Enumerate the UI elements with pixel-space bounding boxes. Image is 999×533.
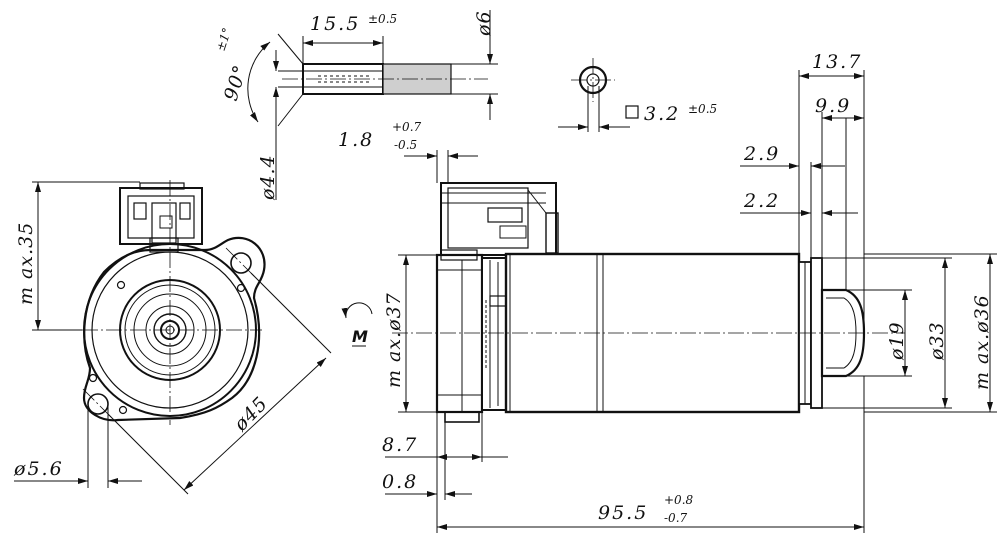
dia-19-label: ø19: [886, 321, 908, 361]
d-1-8-tol-up: +0.7: [392, 120, 422, 134]
d-9-9-label: 9.9: [815, 95, 851, 117]
max-35-label: m ax.35: [15, 222, 37, 305]
front-view: m ax.35 ø45 ø5.6: [13, 180, 332, 495]
torque-symbol-label: M: [352, 327, 368, 346]
total-length-tol-up: +0.8: [664, 493, 694, 507]
d-13-7-label: 13.7: [812, 51, 862, 73]
total-length-label: 95.5: [598, 502, 648, 524]
shaft-dia-label: ø6: [473, 10, 495, 37]
square-detail: 3.2 ±0.5: [558, 58, 717, 132]
total-length-tol-dn: -0.7: [664, 511, 688, 525]
dia-5-6-label: ø5.6: [13, 458, 64, 480]
d-0-8-label: 0.8: [382, 471, 418, 493]
mount-hole-top: [230, 252, 252, 274]
angle-label: 90°: [220, 62, 252, 104]
d-1-8-tol-dn: -0.5: [394, 138, 417, 152]
angle-tol: ±1°: [214, 26, 235, 53]
side-flange-plate: [435, 253, 484, 414]
shaft-detail: 15.5 ±0.5 ø6 90° ±1° ø4.4: [214, 10, 498, 201]
square-label: 3.2: [644, 103, 680, 125]
shaft-length-label: 15.5: [310, 13, 360, 35]
side-view: 1.8 +0.7 -0.5 13.7 9.9 2.9 2.2 m ax.ø37 …: [338, 51, 997, 533]
d-2-9-label: 2.9: [743, 143, 780, 165]
max-36-label: m ax.ø36: [971, 294, 993, 390]
square-tol: ±0.5: [688, 102, 717, 116]
dia-45-label: ø45: [229, 392, 272, 436]
d-1-8-label: 1.8: [338, 129, 374, 151]
d-8-7-label: 8.7: [382, 434, 418, 456]
square-symbol-icon: [625, 105, 639, 119]
max-37-label: m ax.ø37: [383, 292, 405, 388]
d-2-2-label: 2.2: [743, 190, 780, 212]
shaft-length-tol: ±0.5: [368, 12, 397, 26]
shaft-flat-label: ø4.4: [257, 154, 279, 201]
dia-33-label: ø33: [926, 321, 948, 361]
